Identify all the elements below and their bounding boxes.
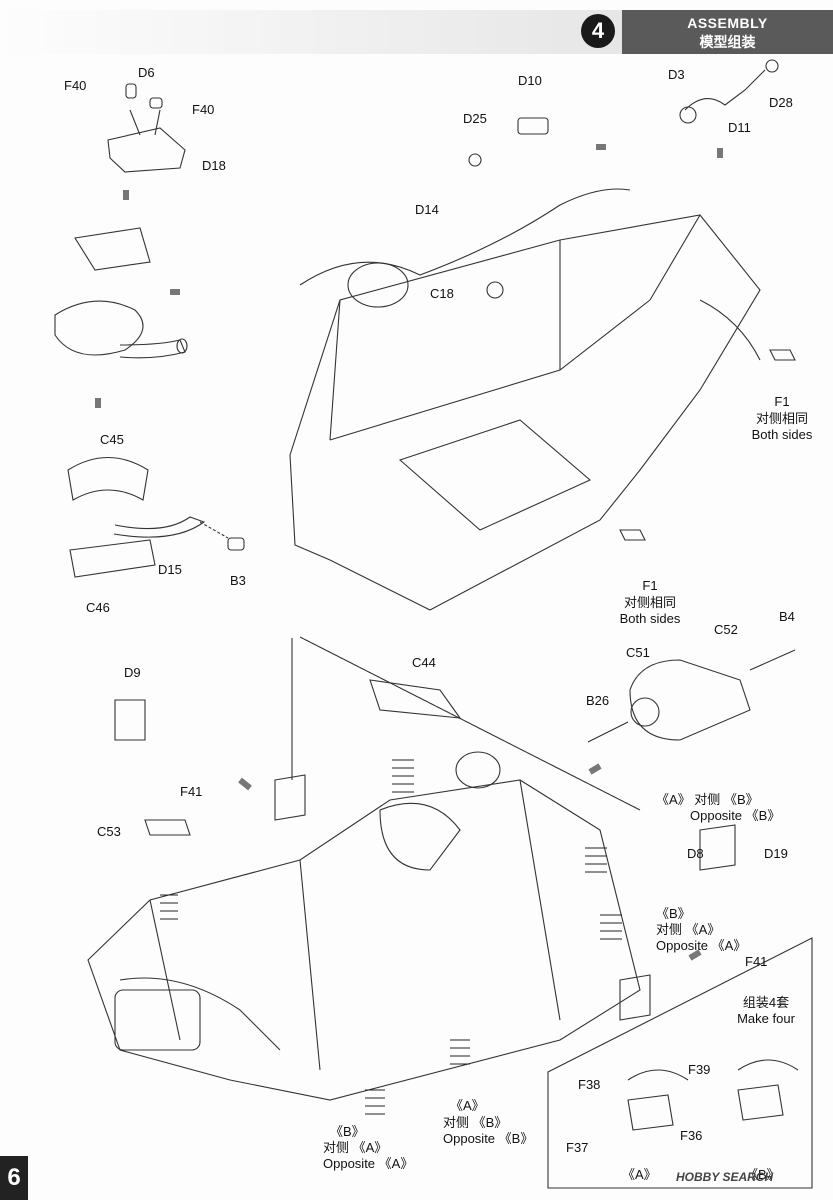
part-label-C51: C51	[626, 645, 650, 660]
part-label-F39: F39	[688, 1062, 711, 1077]
note-opposite-group-2c: Opposite 《A》	[656, 938, 746, 954]
note-opposite-group-4c: Opposite 《B》	[443, 1131, 533, 1147]
part-label-C46: C46	[86, 600, 110, 615]
note-both-sides-en: Both sides	[751, 427, 813, 442]
assembly-title-en: ASSEMBLY	[687, 15, 768, 31]
note-opposite-group-3: 《B》	[330, 1124, 365, 1140]
drive-wheel-drawing	[587, 649, 796, 743]
mark-a: 《A》	[352, 1140, 388, 1155]
mark-b: 《B》	[745, 1167, 780, 1182]
mark-b: 《B》	[656, 906, 691, 921]
part-label-F40: F40	[64, 78, 87, 93]
mark-a: 《A》	[450, 1098, 485, 1113]
note-opposite-group-2b: 对侧 《A》	[656, 922, 720, 938]
mark-a: 《A》	[656, 792, 691, 807]
part-label-B4: B4	[779, 609, 795, 624]
mark-b: 《B》	[723, 792, 759, 807]
part-label-F41: F41	[745, 954, 768, 969]
exhaust-mount-drawing	[107, 83, 186, 173]
part-label-F1: F1	[774, 394, 790, 409]
note-opposite-group-2: 《B》	[656, 906, 691, 922]
note-opposite-group-4: 《A》	[450, 1098, 485, 1114]
part-label-D9: D9	[124, 665, 141, 680]
part-label-F1: F1	[642, 578, 658, 593]
assembly-title-cn: 模型组装	[699, 34, 756, 50]
part-label-F37: F37	[566, 1140, 589, 1155]
assembly-title-block: ASSEMBLY 模型组装	[622, 10, 833, 54]
part-label-C18: C18	[430, 286, 454, 301]
note-both-sides-cn: 对侧相同	[623, 595, 676, 610]
mark-a: 《A》	[685, 922, 721, 937]
track-parts-drawing	[627, 1059, 799, 1131]
opposite-en: Opposite	[323, 1156, 376, 1171]
muffler-parts-drawing	[67, 456, 245, 578]
note-opposite-group-1: 《A》 对侧 《B》	[656, 792, 759, 808]
part-label-C53: C53	[97, 824, 121, 839]
part-label-C45: C45	[100, 432, 124, 447]
mark-a: 《A》	[711, 938, 747, 953]
part-label-F36: F36	[680, 1128, 703, 1143]
note-both-sides-en: Both sides	[619, 611, 681, 626]
opposite-en: Opposite	[690, 808, 743, 823]
opposite-cn: 对侧	[656, 922, 683, 937]
note-opposite-group-1b: Opposite 《B》	[690, 808, 780, 824]
part-label-D25: D25	[463, 111, 487, 126]
part-label-B3: B3	[230, 573, 246, 588]
part-label-D3: D3	[668, 67, 685, 82]
part-label-D11: D11	[728, 120, 751, 135]
part-label-D10: D10	[518, 73, 542, 88]
mark-a: 《A》	[378, 1156, 414, 1171]
mark-b: 《B》	[472, 1115, 508, 1130]
note-make-four-cn: 组装4套	[742, 995, 790, 1010]
mark-b: 《B》	[330, 1124, 365, 1139]
mark-a: 《A》	[622, 1167, 657, 1182]
springs-drawing	[160, 759, 622, 1115]
note-both-sides-cn: 对侧相同	[755, 411, 808, 426]
part-label-C52: C52	[714, 622, 738, 637]
part-label-D19: D19	[764, 846, 788, 861]
part-label-F38: F38	[578, 1077, 601, 1092]
step-number-badge: 4	[581, 14, 615, 48]
part-label-C44: C44	[412, 655, 436, 670]
note-opposite-group-3c: Opposite 《A》	[323, 1156, 413, 1172]
mark-b: 《B》	[745, 808, 781, 823]
part-label-D6: D6	[138, 65, 155, 80]
part-label-F40: F40	[192, 102, 215, 117]
make-four-box	[547, 937, 813, 1189]
page-number: 6	[0, 1156, 28, 1200]
step-header-bar	[0, 10, 622, 54]
part-label-D14: D14	[415, 202, 439, 217]
opposite-cn: 对侧	[443, 1115, 470, 1130]
mark-b: 《B》	[498, 1131, 534, 1146]
lower-parts-drawing	[468, 59, 796, 541]
note-opposite-group-3b: 对侧 《A》	[323, 1140, 387, 1156]
part-label-D18: D18	[202, 158, 226, 173]
hull-main-drawing	[289, 188, 761, 611]
opposite-cn: 对侧	[694, 792, 721, 807]
part-label-F41: F41	[180, 784, 203, 799]
opposite-en: Opposite	[656, 938, 709, 953]
opposite-cn: 对侧	[323, 1140, 350, 1155]
opposite-en: Opposite	[443, 1131, 496, 1146]
note-make-four-en: Make four	[737, 1011, 795, 1026]
part-label-D8: D8	[687, 846, 704, 861]
part-label-D28: D28	[769, 95, 793, 110]
note-opposite-group-4b: 对侧 《B》	[443, 1115, 507, 1131]
part-label-B26: B26	[586, 693, 610, 708]
exhaust-assembly-drawing	[54, 227, 188, 359]
watermark: HOBBY SEARCH	[676, 1170, 774, 1184]
suspension-assembly-drawing	[87, 636, 736, 1101]
part-label-D15: D15	[158, 562, 182, 577]
